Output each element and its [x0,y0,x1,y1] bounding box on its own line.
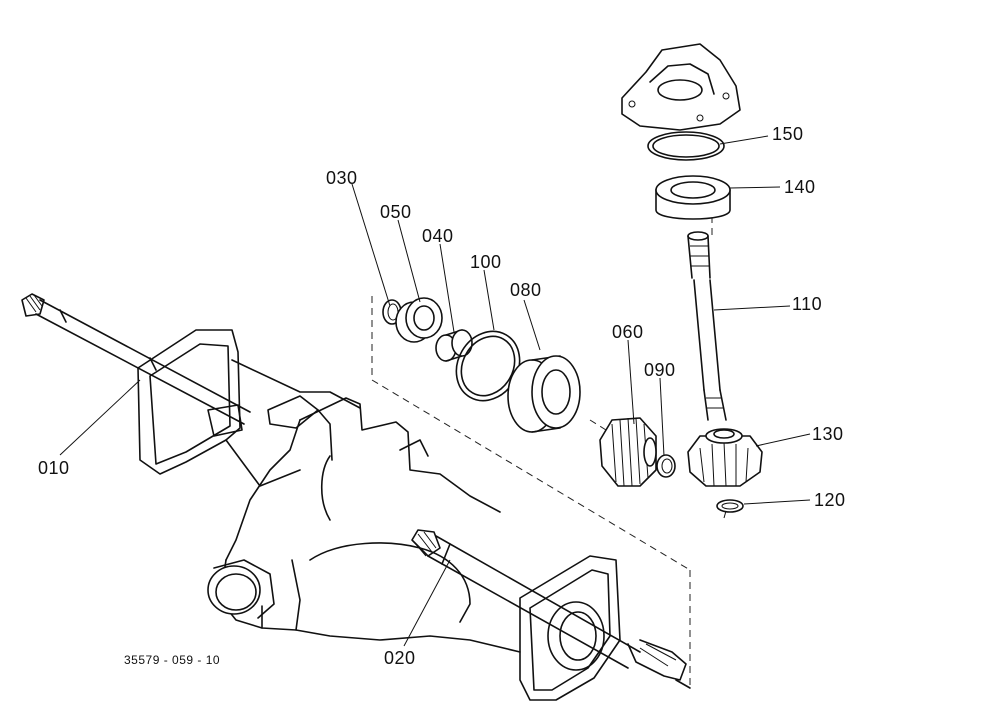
label-080: 080 [510,280,542,300]
axle-shaft-010 [21,293,251,437]
bearing-050 [395,297,443,343]
axle-housing-left [137,329,361,487]
shaft-110 [687,231,727,421]
label-090: 090 [644,360,676,380]
reference-code: 35579 - 059 - 10 [124,653,220,667]
label-140: 140 [784,177,816,197]
label-100: 100 [470,252,502,272]
bearing-080 [507,355,581,433]
label-010: 010 [38,458,70,478]
axle-shaft-020 [411,529,691,689]
label-120: 120 [814,490,846,510]
label-030: 030 [326,168,358,188]
collar-040 [435,329,473,362]
label-150: 150 [772,124,804,144]
circlip-090 [656,454,676,478]
leader-lines [59,135,811,647]
axle-housing-right [519,555,621,701]
upper-cover [621,43,741,131]
label-060: 060 [612,322,644,342]
bevel-gear-130 [687,428,763,487]
label-050: 050 [380,202,412,222]
label-130: 130 [812,424,844,444]
o-ring-150 [647,131,725,161]
label-020: 020 [384,648,416,668]
circlip-120 [716,499,744,519]
label-040: 040 [422,226,454,246]
transmission-case [207,397,521,653]
part-labels: 030 050 040 100 080 060 090 150 140 110 … [38,124,846,668]
bevel-gear-060 [599,417,657,487]
label-110: 110 [792,294,822,314]
bearing-140 [655,175,731,220]
alignment-lines [371,178,713,690]
